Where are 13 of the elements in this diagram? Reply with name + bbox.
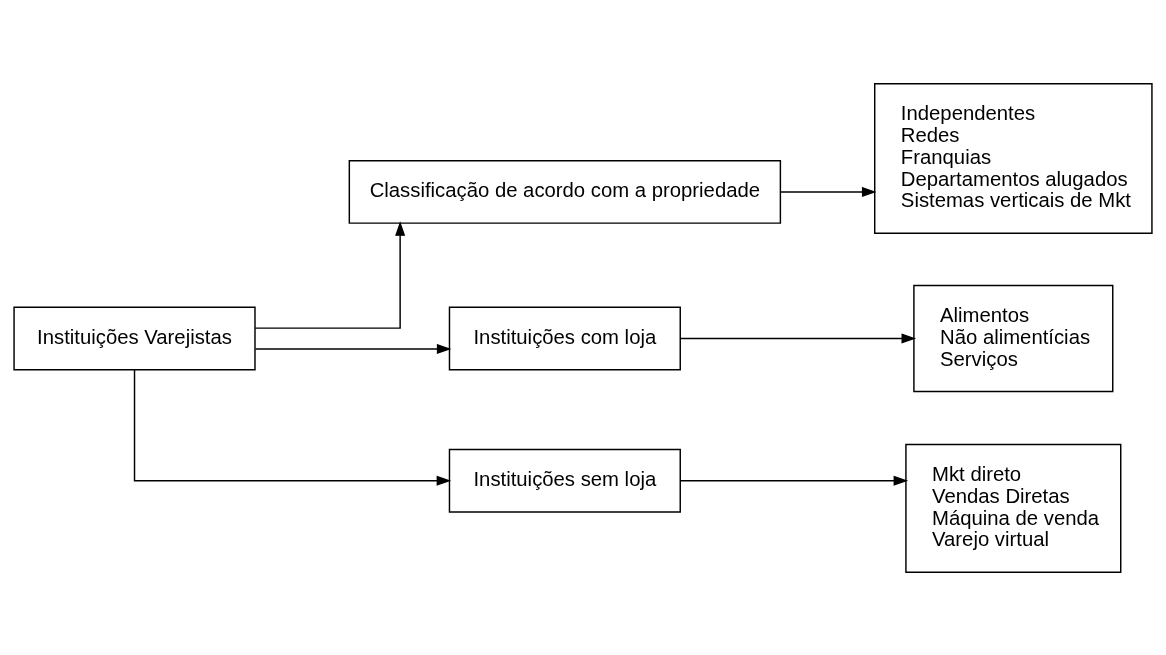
node-box: Instituições Varejistas bbox=[13, 306, 256, 370]
arrow bbox=[254, 343, 452, 354]
node-box: Classificação de acordo com a propriedade bbox=[348, 159, 782, 224]
arrow bbox=[779, 186, 877, 197]
arrow bbox=[133, 368, 452, 486]
node-box: Instituições sem loja bbox=[448, 448, 681, 513]
node-box: Mkt direto Vendas Diretas Máquina de venda Varejo virtual bbox=[905, 443, 1122, 573]
node-box: Independentes Redes Franquias Departamentos alugados Sistemas verticais de Mkt bbox=[874, 82, 1153, 234]
arrow bbox=[679, 332, 917, 344]
node-box: Alimentos Não alimentícias Serviços bbox=[913, 284, 1114, 392]
arrow bbox=[254, 220, 406, 329]
node-box: Instituições com loja bbox=[448, 306, 681, 370]
arrow bbox=[679, 475, 909, 486]
